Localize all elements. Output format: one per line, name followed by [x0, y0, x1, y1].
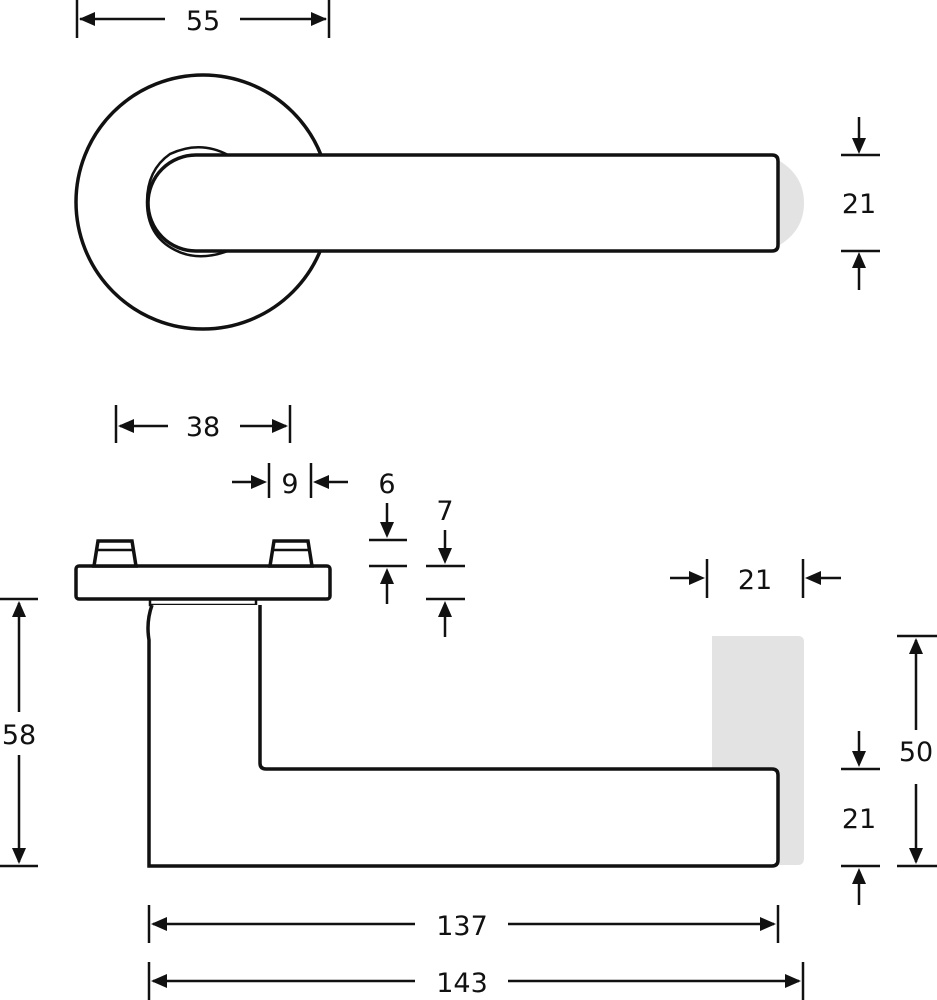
dim-7: 7: [426, 496, 465, 637]
dim-length-137: 137: [147, 905, 780, 943]
side-view: [74, 539, 804, 868]
top-view: [74, 73, 804, 331]
dim-overall-143: 143: [147, 962, 805, 1000]
dim-label-9: 9: [281, 469, 298, 500]
side-view-lever: [146, 604, 780, 868]
dim-lever-end-21: 21: [670, 559, 841, 598]
dim-rosette-width: 55: [75, 0, 331, 38]
dim-projection-58: 58: [0, 597, 38, 868]
dim-height-50: 50: [897, 634, 937, 868]
dim-label-58: 58: [2, 720, 36, 751]
dim-label-137: 137: [436, 911, 488, 942]
dim-label-end-21: 21: [738, 565, 772, 596]
side-view-rosette-plate: [74, 564, 332, 601]
dim-label-38: 38: [186, 412, 220, 443]
dim-top-lever-thickness: 21: [841, 117, 880, 290]
dim-6: 6: [369, 469, 407, 604]
dim-label-7: 7: [436, 496, 453, 527]
dim-label-top-21: 21: [842, 189, 876, 220]
dim-pin-9: 9: [232, 463, 348, 500]
side-view-pin-left: [91, 539, 139, 568]
side-view-pin-right: [267, 539, 315, 568]
dim-offset-38: 38: [114, 405, 292, 443]
dim-label-50: 50: [899, 737, 933, 768]
top-view-lever-tip-ghost: [778, 160, 804, 246]
dim-label-55: 55: [186, 6, 220, 37]
top-view-lever-neck: [145, 146, 229, 258]
dim-label-143: 143: [436, 968, 488, 999]
dim-label-side-21: 21: [842, 804, 876, 835]
dim-label-6: 6: [378, 469, 395, 500]
dim-side-lever-thickness: 21: [841, 731, 880, 905]
top-view-lever: [146, 153, 780, 253]
